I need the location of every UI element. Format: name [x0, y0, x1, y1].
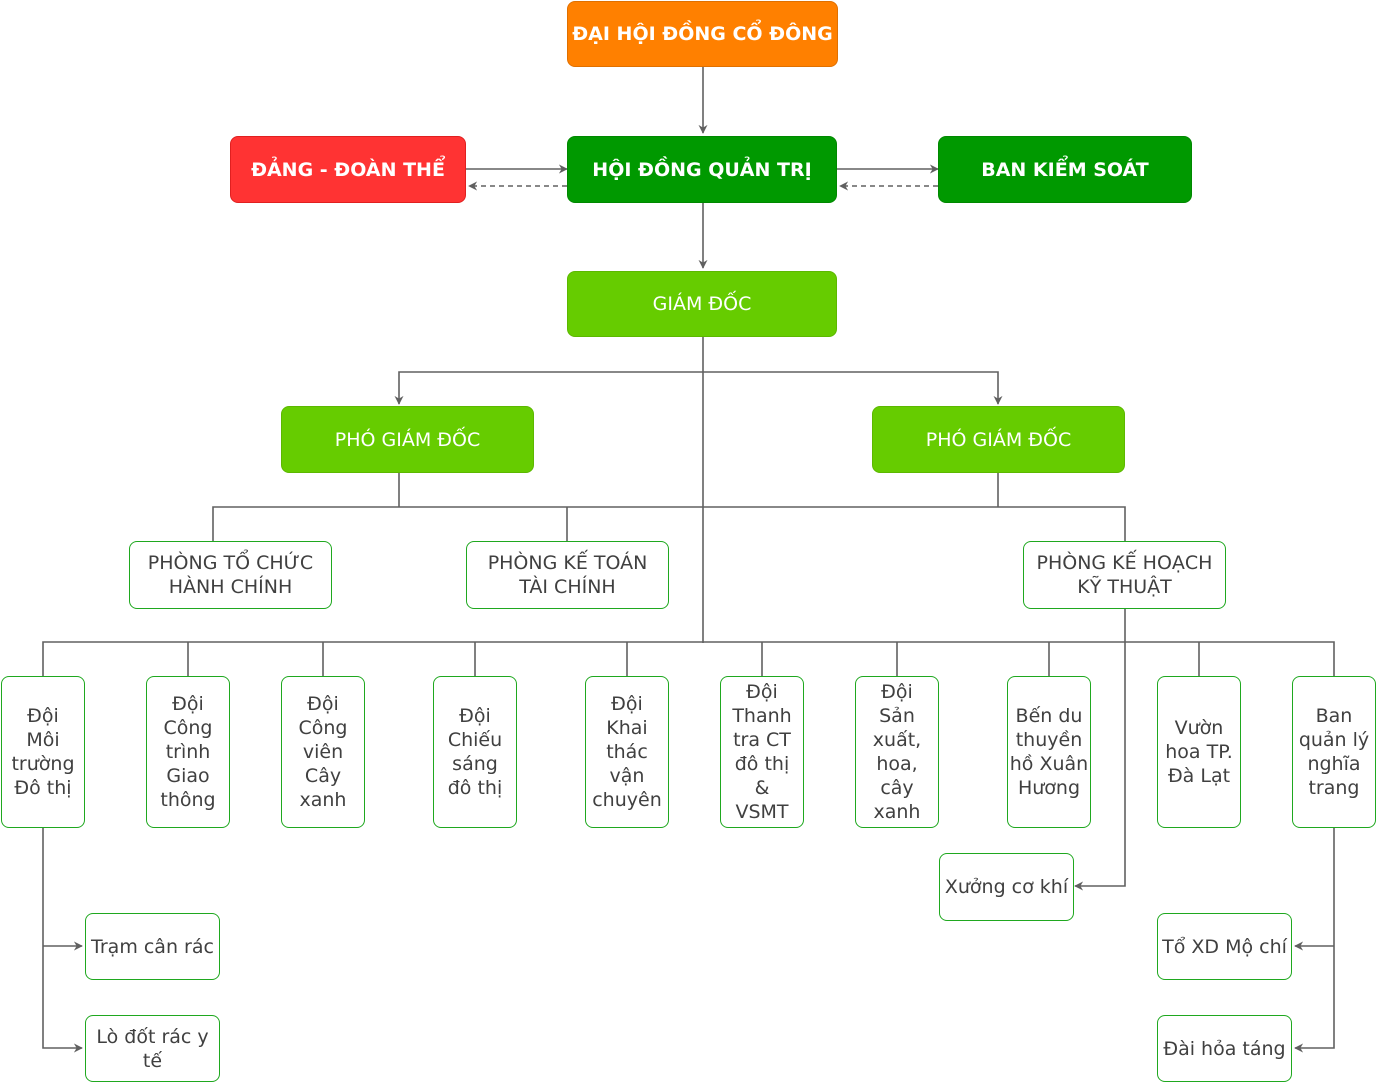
node-pho-giam-doc-left: PHÓ GIÁM ĐỐC: [281, 406, 534, 473]
node-label: Đội Công viên Cây xanh: [298, 693, 348, 811]
node-label: PHÒNG KẾ HOẠCH KỸ THUẬT: [1036, 552, 1213, 598]
edge-khkt-xuong: [1074, 609, 1126, 891]
node-label: Ban quản lý nghĩa trang: [1298, 705, 1370, 799]
edge-bql-children: [1294, 828, 1335, 1053]
node-label: PHÒNG KẾ TOÁN TÀI CHÍNH: [487, 552, 648, 598]
node-label: GIÁM ĐỐC: [652, 293, 752, 315]
node-label: Lò đốt rác y tế: [96, 1025, 209, 1072]
node-label: Bến du thuyền hồ Xuân Hương: [1009, 705, 1089, 799]
node-label: Đội Công trình Giao thông: [160, 693, 216, 811]
edge-dept-bar: [212, 506, 1126, 541]
node-label: PHÒNG TỔ CHỨC HÀNH CHÍNH: [147, 552, 314, 598]
edge-moitruong-children: [42, 828, 83, 1053]
node-xuong-co-khi: Xưởng cơ khí: [939, 853, 1074, 921]
node-label: BAN KIỂM SOÁT: [981, 158, 1149, 181]
node-label: Đội Thanh tra CT đô thị & VSMT: [732, 681, 792, 823]
node-label: Đài hỏa táng: [1163, 1037, 1286, 1060]
node-label: PHÓ GIÁM ĐỐC: [334, 428, 481, 451]
node-dai-hoi-dong-co-dong: ĐẠI HỘI ĐỒNG CỔ ĐÔNG: [567, 1, 838, 67]
node-pho-giam-doc-right: PHÓ GIÁM ĐỐC: [872, 406, 1125, 473]
node-hoi-dong-quan-tri: HỘI ĐỒNG QUẢN TRỊ: [567, 136, 837, 203]
node-label: Trạm cân rác: [91, 935, 214, 958]
node-dai-hoa-tang: Đài hỏa táng: [1157, 1015, 1292, 1082]
node-label: Đội Chiếu sáng đô thị: [447, 705, 503, 799]
node-doi-cong-trinh: Đội Công trình Giao thông: [146, 676, 230, 828]
node-label: HỘI ĐỒNG QUẢN TRỊ: [592, 158, 812, 181]
node-dang-doan-the: ĐẢNG - ĐOÀN THỂ: [230, 136, 466, 203]
node-to-xd-mo-chi: Tổ XD Mộ chí: [1157, 913, 1292, 980]
node-label: Xưởng cơ khí: [944, 876, 1069, 898]
node-label: ĐẠI HỘI ĐỒNG CỔ ĐÔNG: [572, 23, 833, 45]
node-doi-san-xuat: Đội Sản xuất, hoa, cây xanh: [855, 676, 939, 828]
node-label: Đội Môi trường Đô thị: [11, 705, 75, 799]
edge-team-drops: [187, 642, 1200, 676]
node-doi-thanh-tra: Đội Thanh tra CT đô thị & VSMT: [720, 676, 804, 828]
node-phong-to-chuc-hanh-chinh: PHÒNG TỔ CHỨC HÀNH CHÍNH: [129, 541, 332, 609]
node-tram-can-rac: Trạm cân rác: [85, 913, 220, 980]
node-label: Đội Sản xuất, hoa, cây xanh: [872, 681, 922, 823]
node-doi-chieu-sang: Đội Chiếu sáng đô thị: [433, 676, 517, 828]
node-ben-du-thuyen: Bến du thuyền hồ Xuân Hương: [1007, 676, 1091, 828]
node-lo-dot-rac-y-te: Lò đốt rác y tế: [85, 1015, 220, 1082]
node-label: Đội Khai thác vận chuyên: [592, 693, 662, 811]
node-label: Tổ XD Mộ chí: [1162, 935, 1287, 958]
edge-team-bar: [42, 641, 1335, 676]
node-phong-ke-hoach-ky-thuat: PHÒNG KẾ HOẠCH KỸ THUẬT: [1023, 541, 1226, 609]
node-giam-doc: GIÁM ĐỐC: [567, 271, 837, 337]
node-doi-moi-truong: Đội Môi trường Đô thị: [1, 676, 85, 828]
node-phong-ke-toan-tai-chinh: PHÒNG KẾ TOÁN TÀI CHÍNH: [466, 541, 669, 609]
node-label: PHÓ GIÁM ĐỐC: [925, 428, 1072, 451]
node-doi-khai-thac: Đội Khai thác vận chuyên: [585, 676, 669, 828]
node-doi-cong-vien: Đội Công viên Cây xanh: [281, 676, 365, 828]
node-label: ĐẢNG - ĐOÀN THỂ: [251, 158, 445, 181]
node-label: Vườn hoa TP. Đà Lạt: [1165, 717, 1233, 787]
node-ban-kiem-soat: BAN KIỂM SOÁT: [938, 136, 1192, 203]
edge-gd-pgd: [394, 371, 1003, 405]
node-vuon-hoa: Vườn hoa TP. Đà Lạt: [1157, 676, 1241, 828]
node-ban-quan-ly-nghia-trang: Ban quản lý nghĩa trang: [1292, 676, 1376, 828]
